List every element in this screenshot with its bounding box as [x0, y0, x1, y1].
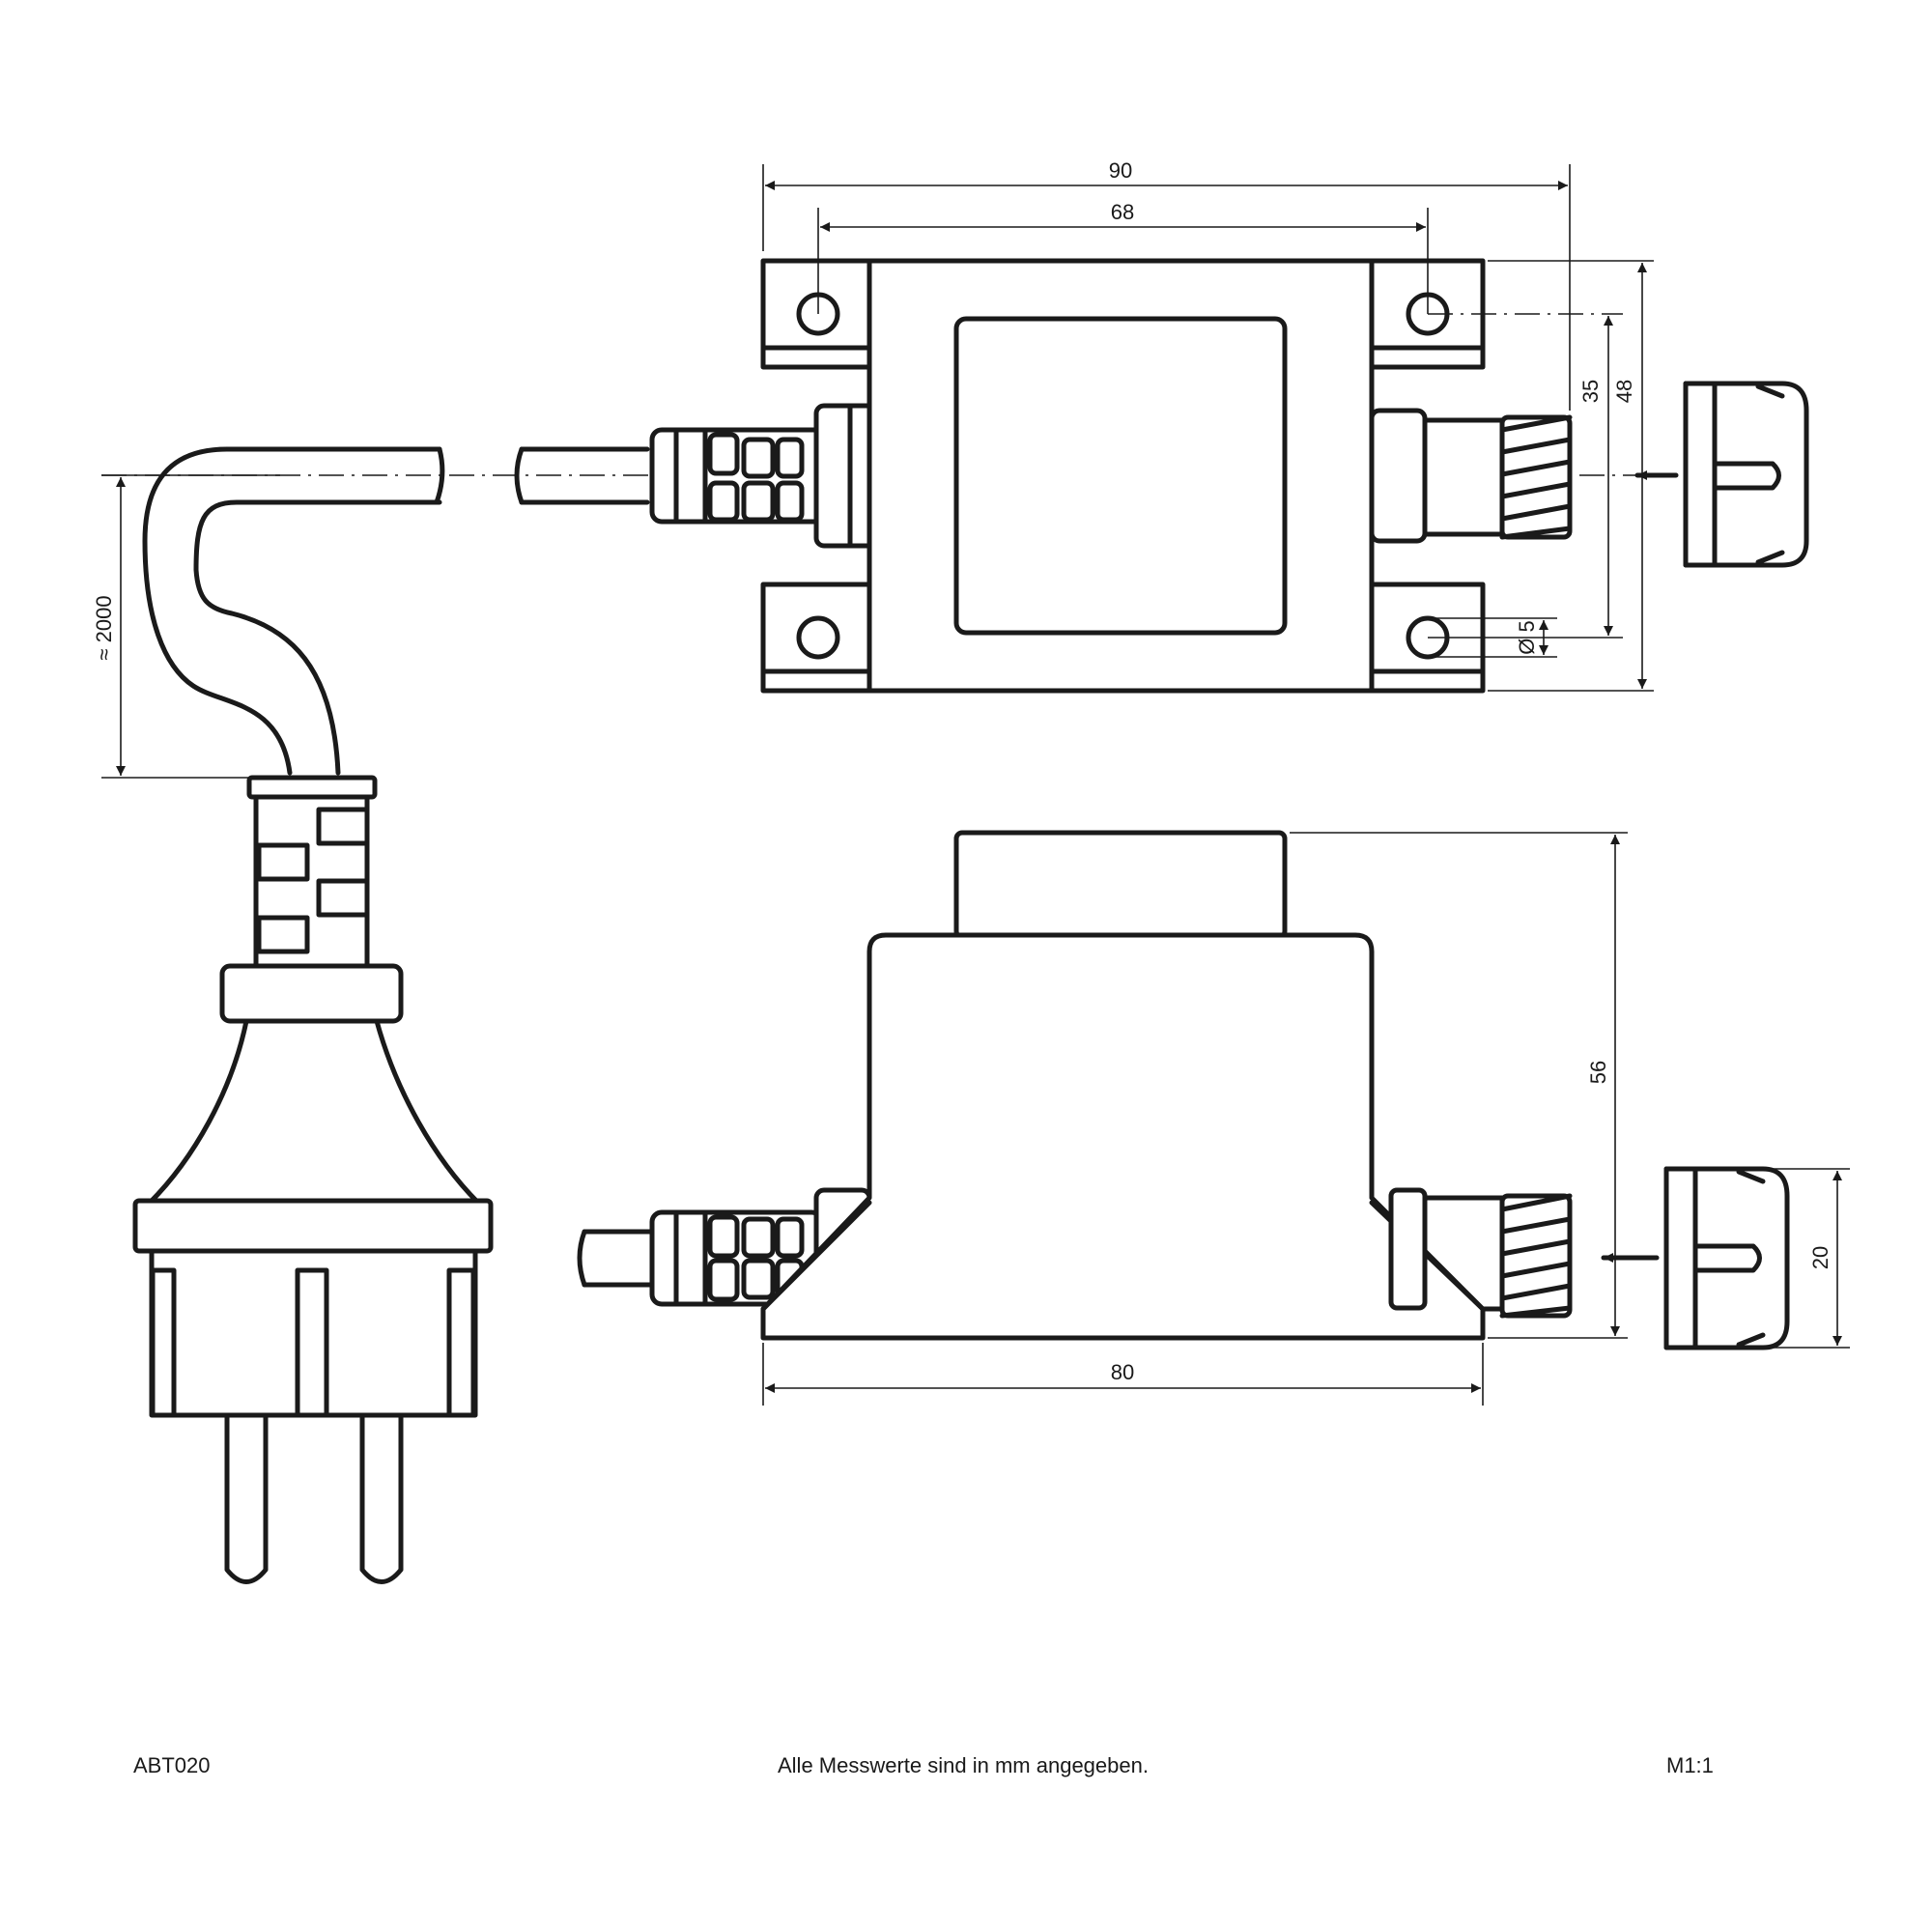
mounting-tab-bottom-left — [760, 582, 872, 694]
cable-top-view — [142, 446, 442, 776]
connector-right-top — [1369, 408, 1573, 544]
dimension-cap-height-label: 20 — [1808, 1246, 1833, 1269]
plug-pin-right — [359, 1412, 404, 1584]
units-note: Alle Messwerte sind in mm angegeben. — [778, 1753, 1149, 1777]
dimension-base-width-label: 80 — [1111, 1360, 1134, 1384]
protective-cap-top — [1683, 381, 1809, 568]
dimension-hole-diameter-label: Ø 5 — [1515, 620, 1539, 654]
connector-right-side — [1388, 1187, 1573, 1319]
dimension-height-total-label: 48 — [1612, 380, 1636, 403]
mains-plug — [132, 775, 494, 1584]
dimension-cable-length-label: ≈ 2000 — [92, 595, 116, 660]
dimension-width-total: 90 — [762, 158, 1571, 411]
dimension-cap-height: 20 — [1768, 1168, 1850, 1349]
plug-pin-left — [224, 1412, 269, 1584]
dimension-body-height-label: 56 — [1586, 1061, 1610, 1084]
dimension-height-total: 48 — [1488, 260, 1654, 692]
housing-lid-side — [953, 830, 1288, 940]
dimension-hole-spacing: 68 — [817, 200, 1429, 314]
cable-gland-left — [649, 403, 872, 549]
scale-label: M1:1 — [1666, 1753, 1714, 1777]
housing-side — [760, 932, 1486, 1341]
side-view: 56 80 20 — [577, 830, 1850, 1406]
mounting-tab-top-left — [760, 258, 872, 370]
model-number: ABT020 — [133, 1753, 211, 1777]
dimension-hole-spacing-label: 68 — [1111, 200, 1134, 224]
housing-lid-top — [953, 316, 1288, 636]
dimension-hole-diameter: Ø 5 — [1428, 617, 1557, 658]
dimension-base-width: 80 — [762, 1343, 1484, 1406]
dimension-body-height: 56 — [1290, 832, 1628, 1339]
dimension-width-total-label: 90 — [1109, 158, 1132, 183]
top-view: 90 68 35 48 Ø 5 — [92, 158, 1809, 779]
dimension-hole-vertical-label: 35 — [1578, 380, 1603, 403]
dimension-hole-vertical: 35 — [1428, 313, 1623, 639]
dimension-cable-length: ≈ 2000 — [92, 474, 280, 779]
protective-cap-side — [1663, 1166, 1790, 1350]
